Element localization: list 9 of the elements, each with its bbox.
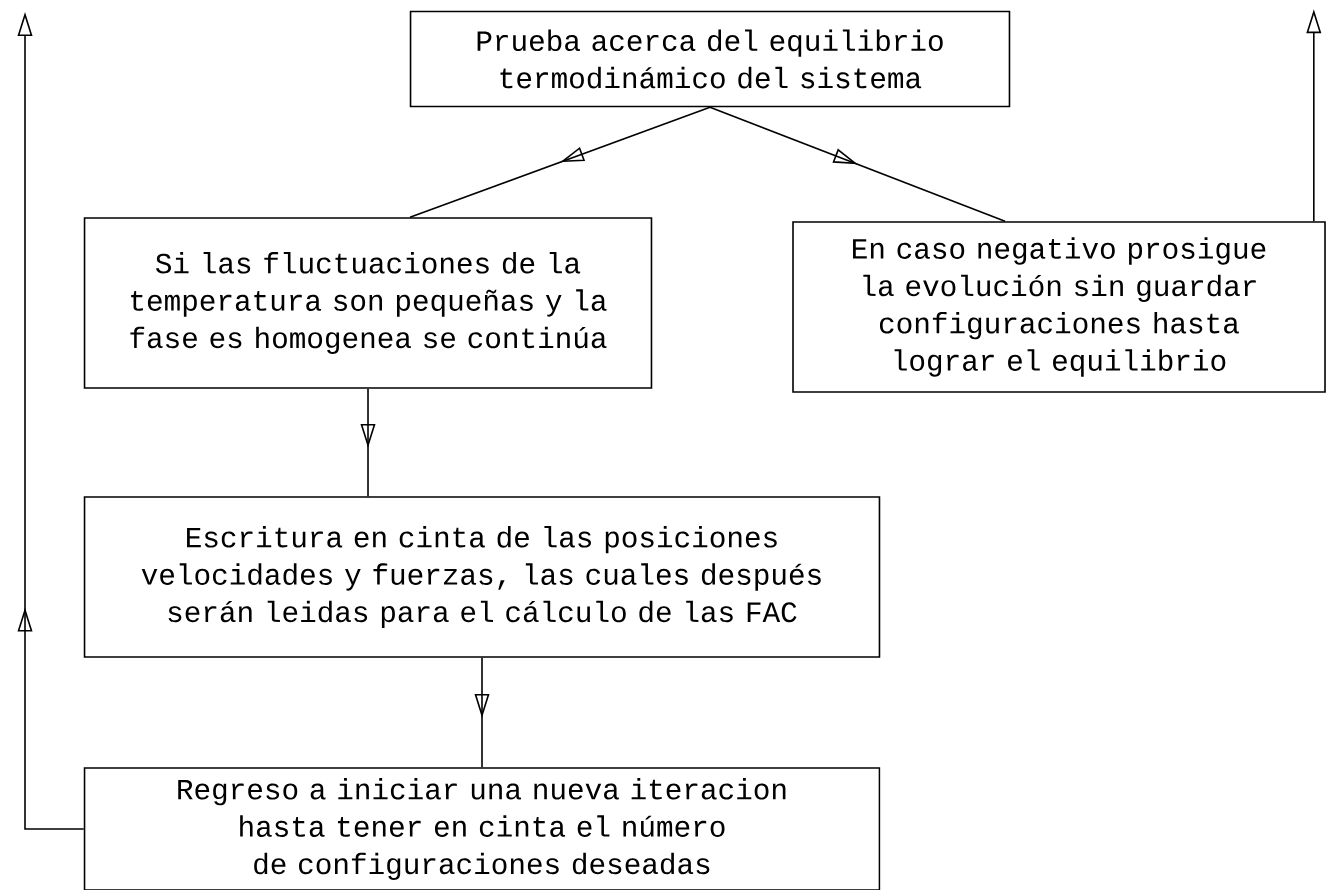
arrow: [360, 388, 376, 497]
process-box: Escritura en cinta de las posiciones velocidades y fuerzas, las cuales después serán leidas para el cálculo de las FAC: [83, 496, 881, 658]
process-box: Regreso a iniciar una nueva iteracion hasta tener en cinta el número de configuraciones deseadas: [83, 767, 881, 890]
process-box: Si las fluctuaciones de la temperatura son pequeñas y la fase es homogenea se continúa: [83, 217, 653, 389]
process-box: En caso negativo prosigue la evolución sin guardar configuraciones hasta lograr el equilibrio: [792, 221, 1326, 393]
arrow: [409, 106, 711, 218]
process-box: Prueba acerca del equilibrio termodinámico del sistema: [409, 10, 1011, 108]
arrow: [474, 657, 490, 768]
arrow: [709, 106, 1006, 222]
